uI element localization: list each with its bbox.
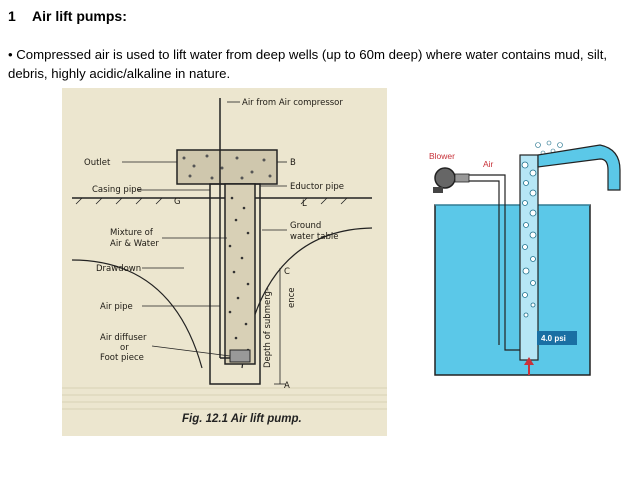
air-label: Air	[483, 159, 494, 169]
label-depth-2: ence	[287, 287, 297, 308]
label-mixture-2: Air & Water	[110, 239, 159, 249]
label-ground-2: water table	[290, 232, 338, 242]
air-lift-pump-diagram: Air from Air compressor Outlet B Eductor…	[62, 88, 387, 436]
air-lift-schematic: 4.0 psi Blower Air	[425, 135, 625, 385]
heading-title: Air lift pumps:	[32, 8, 127, 24]
label-diffuser-1: Air diffuser	[100, 333, 147, 343]
slide-heading: 1 Air lift pumps:	[8, 8, 127, 24]
label-c: C	[284, 267, 290, 277]
label-ground-1: Ground	[290, 221, 321, 231]
figure-caption: Fig. 12.1 Air lift pump.	[182, 413, 302, 425]
heading-number: 1	[8, 8, 16, 24]
label-l: L	[302, 199, 307, 209]
blower-icon	[434, 167, 456, 189]
pressure-label: 4.0 psi	[541, 334, 566, 343]
blower-label: Blower	[429, 151, 455, 161]
pressure-arrow-icon	[524, 357, 534, 365]
label-mixture-1: Mixture of	[110, 228, 154, 238]
label-eductor: Eductor pipe	[290, 182, 344, 192]
label-a: A	[284, 381, 290, 391]
bullet-point: • Compressed air is used to lift water f…	[8, 47, 608, 81]
label-depth: Depth of submerg-	[263, 288, 273, 368]
label-air-pipe: Air pipe	[100, 302, 133, 312]
label-air-compressor: Air from Air compressor	[242, 98, 343, 108]
pressure-badge	[537, 331, 577, 345]
label-drawdown: Drawdown	[96, 264, 141, 274]
label-diffuser-3: Foot piece	[100, 353, 144, 363]
label-b: B	[290, 158, 296, 168]
label-outlet: Outlet	[84, 158, 111, 168]
label-casing: Casing pipe	[92, 185, 142, 195]
label-g: G	[174, 197, 181, 207]
label-diffuser-2: or	[120, 343, 129, 353]
